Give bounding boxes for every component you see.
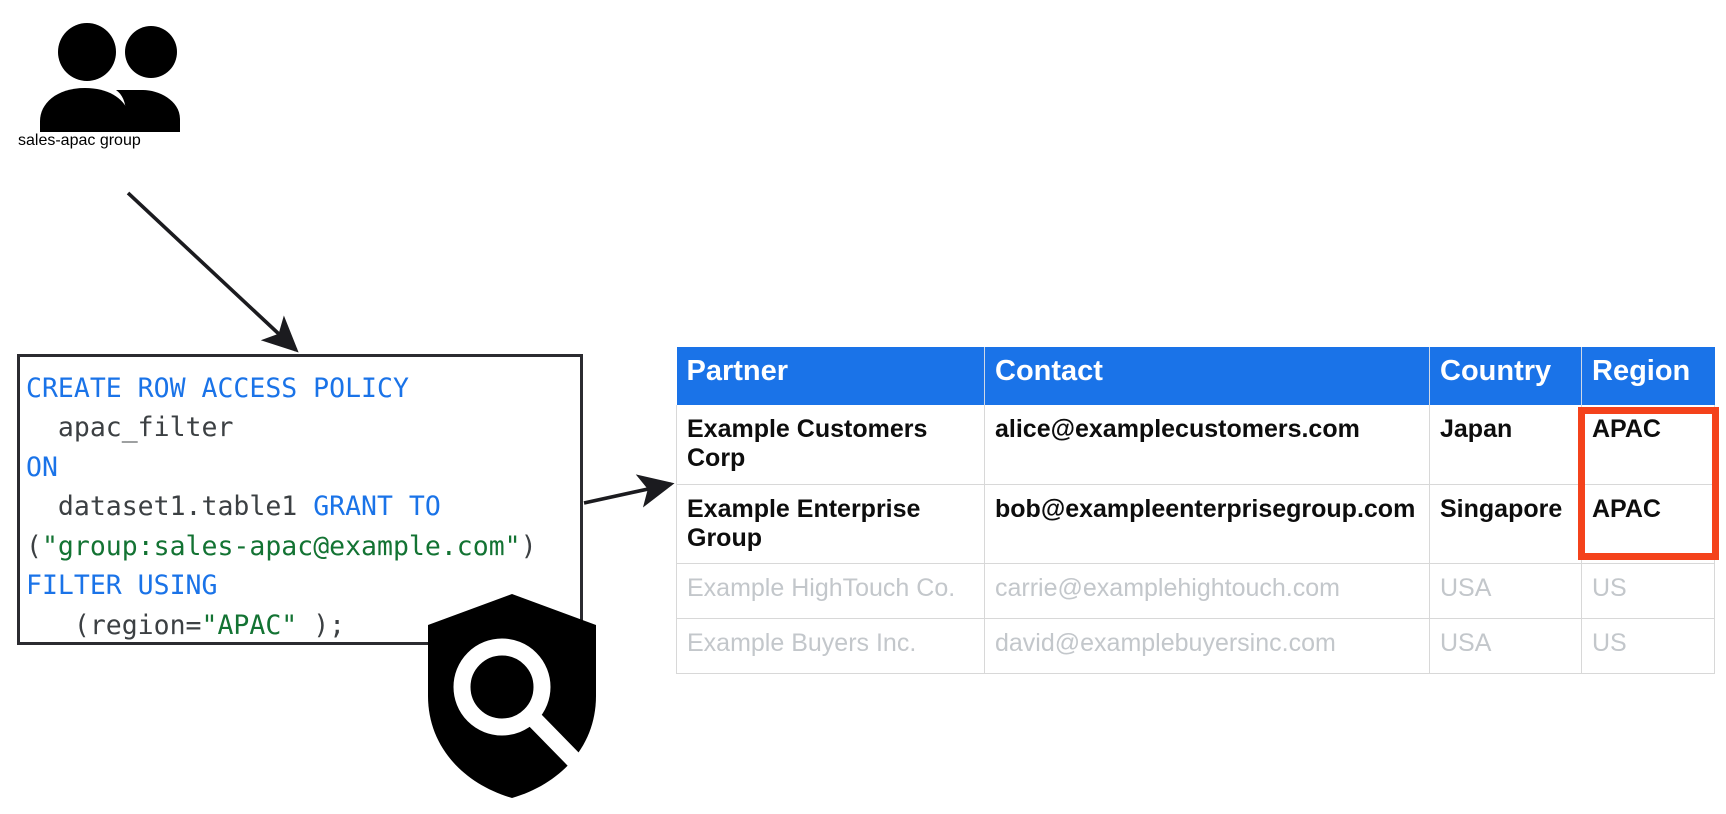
code-token: CREATE ROW ACCESS POLICY — [26, 373, 409, 404]
code-token: (region= — [26, 609, 202, 641]
cell-contact: david@examplebuyersinc.com — [984, 618, 1430, 674]
column-header-country[interactable]: Country — [1429, 347, 1582, 405]
code-token: ); — [297, 609, 346, 641]
people-group-icon — [40, 23, 180, 132]
cell-partner: Example Buyers Inc. — [676, 618, 985, 674]
column-header-region[interactable]: Region — [1581, 347, 1715, 405]
cell-partner: Example HighTouch Co. — [676, 563, 985, 619]
cell-partner: Example Enterprise Group — [676, 484, 985, 564]
cell-contact: carrie@examplehightouch.com — [984, 563, 1430, 619]
code-token: FILTER USING — [26, 570, 218, 602]
partners-table: Partner Contact Country Region Example C… — [676, 347, 1715, 674]
cell-partner: Example Customers Corp — [676, 405, 985, 485]
cell-country: Singapore — [1429, 484, 1582, 564]
column-header-contact[interactable]: Contact — [984, 347, 1430, 405]
sales-apac-group-block: sales-apac group — [18, 22, 248, 150]
code-token: dataset1.table1 — [26, 491, 314, 523]
cell-contact: bob@exampleenterprisegroup.com — [984, 484, 1430, 564]
column-header-partner[interactable]: Partner — [676, 347, 985, 405]
table-row[interactable]: Example HighTouch Co.carrie@examplehight… — [676, 563, 1715, 619]
code-token: ( — [26, 530, 42, 562]
code-token: ) — [520, 530, 537, 562]
cell-region: APAC — [1581, 405, 1715, 485]
sales-apac-group-label: sales-apac group — [18, 132, 141, 149]
cell-region: US — [1581, 618, 1715, 674]
row-access-policy-code-box: CREATE ROW ACCESS POLICY apac_filter ON … — [17, 354, 583, 645]
code-token: ON — [26, 451, 58, 483]
code-token: apac_filter — [26, 412, 234, 444]
code-token: GRANT TO — [313, 491, 441, 523]
cell-region: APAC — [1581, 484, 1715, 564]
table-header-row: Partner Contact Country Region — [676, 347, 1715, 405]
policy-to-table-arrow — [583, 474, 675, 508]
shield-search-icon — [428, 594, 596, 798]
cell-country: USA — [1429, 618, 1582, 674]
cell-country: USA — [1429, 563, 1582, 619]
cell-region: US — [1581, 563, 1715, 619]
table-row[interactable]: Example Buyers Inc.david@examplebuyersin… — [676, 618, 1715, 674]
group-to-policy-arrow — [126, 191, 299, 353]
cell-contact: alice@examplecustomers.com — [984, 405, 1430, 485]
code-token: "APAC" — [201, 609, 298, 641]
sql-policy-code: CREATE ROW ACCESS POLICY apac_filter ON … — [20, 357, 580, 645]
code-token: "group:sales-apac@example.com" — [41, 530, 521, 562]
cell-country: Japan — [1429, 405, 1582, 485]
